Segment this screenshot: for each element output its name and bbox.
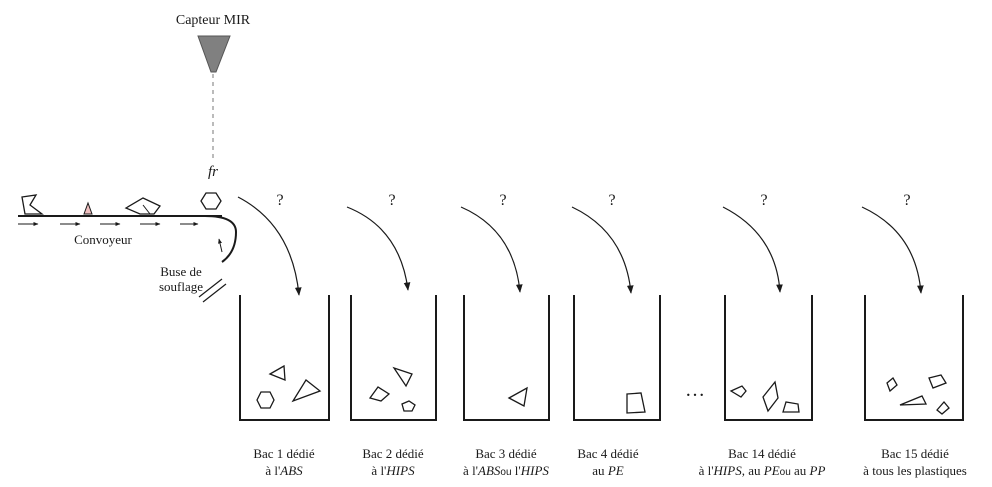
nozzle-label-line2: souflage bbox=[159, 279, 203, 294]
bin-item bbox=[729, 385, 747, 398]
bin-container bbox=[864, 295, 964, 421]
trajectory-arrow bbox=[460, 206, 523, 293]
bin-1-caption-line1: Bac 1 dédié bbox=[253, 446, 315, 461]
bin-1: ? bbox=[237, 192, 330, 421]
ellipsis: … bbox=[685, 379, 705, 401]
bin-2: ? bbox=[346, 192, 437, 421]
nozzle-label-line1: Buse de bbox=[160, 264, 202, 279]
bin-1-caption-line2: à l'ABS bbox=[265, 463, 303, 478]
bin-15: ? bbox=[861, 192, 964, 421]
nozzle-icon bbox=[198, 278, 227, 303]
caption-segment: ou bbox=[780, 467, 791, 478]
belt-item-2 bbox=[83, 201, 93, 215]
bin-3-caption-line2: à l'ABSou l'HIPS bbox=[463, 463, 549, 478]
bin-14: ? bbox=[722, 192, 813, 421]
bin-item bbox=[268, 364, 286, 381]
caption-segment: au bbox=[791, 463, 810, 478]
trajectory-arrow bbox=[346, 206, 411, 291]
bin-item bbox=[928, 374, 947, 389]
bin-item bbox=[899, 395, 928, 406]
question-mark: ? bbox=[499, 192, 506, 209]
bin-item bbox=[936, 400, 950, 415]
question-mark: ? bbox=[903, 192, 910, 209]
bin-container bbox=[724, 295, 813, 421]
trajectory-arrow bbox=[571, 206, 634, 294]
bin-item bbox=[782, 401, 800, 413]
sensor-label: Capteur MIR bbox=[176, 13, 251, 28]
caption-segment: à l' bbox=[371, 463, 386, 478]
caption-segment: PE bbox=[763, 463, 780, 478]
bin-item bbox=[392, 366, 413, 388]
bin-2-caption-line1: Bac 2 dédié bbox=[362, 446, 424, 461]
bin-container bbox=[239, 295, 330, 421]
bin-6-caption-line2: à tous les plastiques bbox=[863, 463, 967, 478]
bin-3: ? bbox=[460, 192, 550, 421]
bin-item bbox=[507, 386, 528, 407]
question-mark: ? bbox=[276, 192, 283, 209]
belt-item-3-crease bbox=[142, 204, 151, 215]
bin-item bbox=[401, 400, 416, 412]
bin-3-caption-line1: Bac 3 dédié bbox=[475, 446, 537, 461]
trajectory-arrow bbox=[237, 196, 302, 296]
caption-segment: l' bbox=[512, 463, 521, 478]
bin-container bbox=[463, 295, 550, 421]
caption-segment: au bbox=[592, 463, 608, 478]
conveyor-end-curve bbox=[204, 215, 238, 263]
signal-label: fr bbox=[208, 164, 218, 180]
caption-segment: PP bbox=[809, 463, 826, 478]
caption-segment: HIPS bbox=[520, 463, 550, 478]
caption-segment: ABS bbox=[477, 463, 501, 478]
conveyor-label: Convoyeur bbox=[74, 232, 132, 247]
caption-segment: , au bbox=[742, 463, 764, 478]
caption-segment: à l' bbox=[699, 463, 714, 478]
bin-item bbox=[886, 377, 898, 393]
bin-item bbox=[256, 391, 275, 409]
belt-item-4 bbox=[200, 192, 222, 210]
bin-item bbox=[762, 380, 779, 413]
bin-5-caption-line2: à l'HIPS, au PEou au PP bbox=[699, 463, 826, 478]
caption-segment: HIPS bbox=[713, 463, 743, 478]
nozzle-arrow bbox=[218, 238, 223, 253]
belt-item-3 bbox=[124, 197, 161, 215]
question-mark: ? bbox=[760, 192, 767, 209]
bin-4: ? bbox=[571, 192, 661, 421]
trajectory-arrow bbox=[861, 206, 924, 294]
caption-segment: ABS bbox=[279, 463, 303, 478]
bin-6-caption-line1: Bac 15 dédié bbox=[881, 446, 949, 461]
bin-item bbox=[291, 379, 322, 403]
bin-2-caption-line2: à l'HIPS bbox=[371, 463, 415, 478]
caption-segment: à l' bbox=[265, 463, 280, 478]
bin-item bbox=[626, 392, 646, 414]
bin-container bbox=[573, 295, 661, 421]
bin-5-caption-line1: Bac 14 dédié bbox=[728, 446, 796, 461]
belt-item-1 bbox=[21, 194, 44, 215]
caption-segment: à tous les plastiques bbox=[863, 463, 967, 478]
question-mark: ? bbox=[388, 192, 395, 209]
bin-4-caption-line1: Bac 4 dédié bbox=[577, 446, 639, 461]
bin-4-caption-line2: au PE bbox=[592, 463, 623, 478]
caption-segment: PE bbox=[607, 463, 624, 478]
caption-segment: HIPS bbox=[385, 463, 415, 478]
caption-segment: ou bbox=[500, 467, 511, 478]
trajectory-arrow bbox=[722, 206, 783, 293]
bin-item bbox=[368, 386, 391, 402]
caption-segment: à l' bbox=[463, 463, 478, 478]
sensor-icon bbox=[197, 35, 231, 73]
bin-container bbox=[350, 295, 437, 421]
question-mark: ? bbox=[608, 192, 615, 209]
